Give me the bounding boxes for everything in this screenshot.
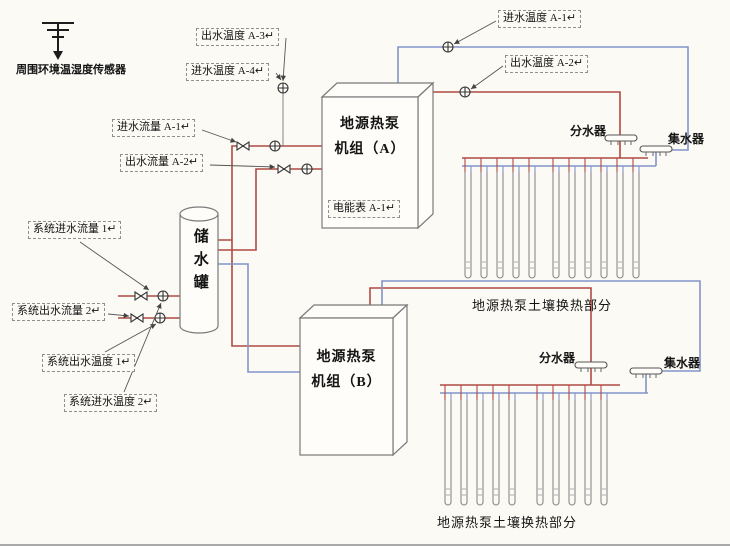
field-top-caption: 地源热泵土壤换热部分 xyxy=(472,298,613,313)
storage-tank-shape xyxy=(179,206,219,334)
label-sys-inlet-flow-1: 系统进水流量 1↵ xyxy=(28,221,122,239)
heat-pump-a-label: 地源热泵 机组（A） xyxy=(334,117,406,158)
storage-tank-label: 储水罐 xyxy=(191,228,208,297)
ground-loop-tube xyxy=(616,172,624,279)
ground-loop-tube xyxy=(460,400,468,506)
label-sys-outlet-temp-1: 系统出水温度 1↵ xyxy=(42,354,136,372)
sensor-icon xyxy=(157,290,169,302)
distributor-bottom-label: 分水器 xyxy=(539,351,576,365)
field-bottom-caption: 地源热泵土壤换热部分 xyxy=(437,515,578,530)
ground-loop-field-bottom xyxy=(444,385,608,506)
sensor-icon xyxy=(442,41,454,53)
sensor-icon xyxy=(301,163,313,175)
ground-loop-tube xyxy=(464,172,472,279)
ground-loop-tube xyxy=(552,172,560,279)
ground-loop-tube xyxy=(568,172,576,279)
ground-loop-tube xyxy=(528,172,536,279)
label-sys-outlet-flow-2: 系统出水流量 2↵ xyxy=(12,303,106,321)
label-outlet-temp-a3: 出水温度 A-3↵ xyxy=(196,28,280,46)
label-leaders xyxy=(79,20,504,393)
label-inlet-temp-a4: 进水温度 A-4↵ xyxy=(186,63,270,81)
ground-loop-tube xyxy=(536,400,544,506)
heat-pump-b-shape xyxy=(298,303,409,457)
sensor-icon xyxy=(459,86,471,98)
ground-loop-tube xyxy=(600,400,608,506)
ground-loop-tube xyxy=(568,400,576,506)
label-power-meter-a1: 电能表 A-1↵ xyxy=(328,200,401,218)
sensor-icon xyxy=(277,82,289,94)
valve-icon xyxy=(236,141,250,151)
collector-bottom-bar xyxy=(629,367,663,378)
collector-top-bar xyxy=(639,145,673,156)
ground-loop-tube xyxy=(584,172,592,279)
label-inlet-temp-a1: 进水温度 A-1↵ xyxy=(498,10,582,28)
ground-loop-tube xyxy=(512,172,520,279)
distributor-bottom-bar xyxy=(574,361,608,372)
temp-humidity-sensor-icon xyxy=(42,22,74,60)
label-outlet-temp-a2: 出水温度 A-2↵ xyxy=(505,55,589,73)
heat-pump-b-label: 地源热泵 机组（B） xyxy=(311,350,382,391)
label-inlet-flow-a1: 进水流量 A-1↵ xyxy=(112,119,196,137)
valve-icon xyxy=(130,313,144,323)
ground-loop-tube xyxy=(508,400,516,506)
ground-loop-tube xyxy=(480,172,488,279)
ambient-sensor-label: 周围环境温湿度传感器 xyxy=(16,64,126,76)
valve-icon xyxy=(277,164,291,174)
valve-icon xyxy=(134,291,148,301)
ground-loop-tube xyxy=(632,172,640,279)
label-outlet-flow-a2: 出水流量 A-2↵ xyxy=(120,154,204,172)
distributor-top-label: 分水器 xyxy=(570,124,607,138)
pipe-sensors xyxy=(154,41,471,324)
ground-loop-tube xyxy=(600,172,608,279)
label-sys-inlet-temp-2: 系统进水温度 2↵ xyxy=(64,394,158,412)
collector-top-label: 集水器 xyxy=(668,132,705,146)
ground-loop-tube xyxy=(492,400,500,506)
ground-loop-tube xyxy=(584,400,592,506)
ground-loop-field-top xyxy=(464,158,640,279)
collector-bottom-label: 集水器 xyxy=(664,356,701,370)
ground-loop-tube xyxy=(444,400,452,506)
distributor-top-bar xyxy=(604,134,638,145)
cold-pipes xyxy=(218,46,701,394)
sensor-icon xyxy=(269,140,281,152)
ground-loop-tube xyxy=(476,400,484,506)
ground-loop-tube xyxy=(552,400,560,506)
ground-loop-tube xyxy=(496,172,504,279)
